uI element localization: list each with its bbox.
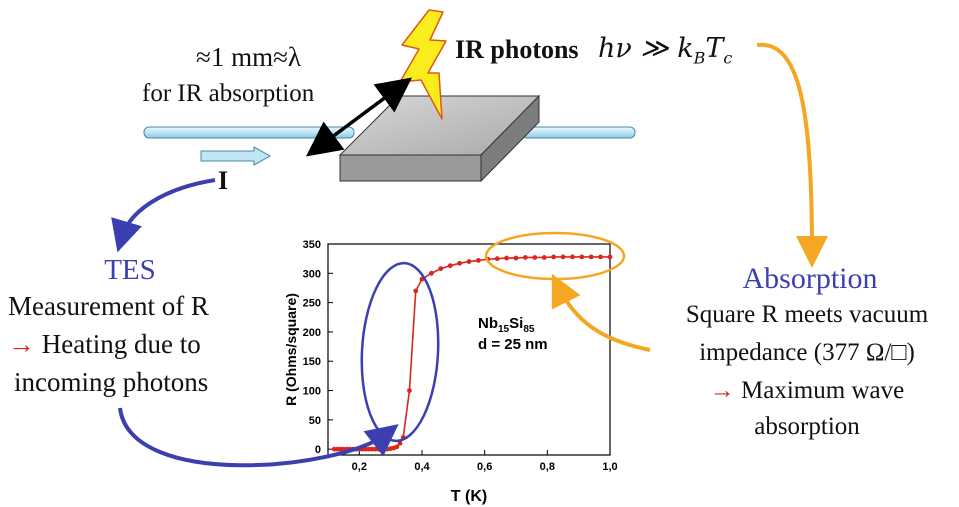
data-point [560, 254, 566, 260]
y-tick-label: 150 [303, 356, 321, 368]
photons-to-absorption-arrow [756, 42, 828, 268]
current-arrow-icon [200, 146, 272, 166]
thickness-annotation: d = 25 nm [478, 336, 548, 353]
y-tick-label: 50 [309, 415, 321, 427]
ir-absorption-label: for IR absorption [142, 80, 315, 107]
transition-ellipse [360, 261, 440, 443]
data-point [607, 254, 613, 260]
x-tick-label: 0,2 [352, 461, 367, 473]
data-point [447, 263, 453, 269]
tes-photons-text: incoming photons [14, 367, 209, 397]
material-annotation: Nb15Si85 [478, 315, 535, 335]
tes-title: TES [104, 254, 156, 286]
data-point [407, 388, 412, 393]
data-point [532, 255, 538, 260]
tes-to-transition-arrow [118, 407, 399, 468]
absorption-final-text: absorption [754, 413, 860, 440]
y-tick-label: 100 [303, 386, 321, 398]
chart-frame [327, 243, 611, 456]
x-tick-label: 0,8 [540, 461, 555, 473]
data-point [457, 260, 462, 266]
x-tick-label: 1,0 [602, 461, 617, 473]
absorption-maximum-text: → Maximum wave [709, 377, 905, 404]
ir-photons-label: IR photons [455, 35, 579, 64]
data-point [588, 254, 594, 260]
current-to-tes-arrow [111, 178, 216, 253]
data-point [494, 256, 500, 262]
x-tick-label: 0,6 [477, 461, 492, 473]
absorption-title: Absorption [742, 262, 878, 295]
current-label: I [218, 166, 229, 195]
data-point [397, 440, 403, 446]
data-point [429, 270, 434, 276]
absorption-square-r-text: Square R meets vacuum [685, 301, 929, 328]
data-point [541, 255, 547, 260]
x-axis-label: T (K) [451, 488, 487, 505]
data-point [513, 255, 519, 261]
absorption-impedance-text: impedance (377 Ω/□) [699, 339, 915, 366]
tes-heating-text: → Heating due to [8, 329, 201, 359]
data-point [570, 254, 575, 260]
lightning-bolt-icon [399, 9, 447, 120]
absorption-to-plateau-arrow [551, 273, 651, 352]
ir-photon-energy-formula: hν ≫ kBTc [598, 33, 733, 68]
wavelength-label: ≈1 mm≈λ [196, 42, 301, 72]
wavelength-double-arrow [305, 77, 413, 157]
data-point [413, 288, 419, 294]
y-tick-label: 0 [315, 444, 321, 456]
x-tick-label: 0,4 [414, 461, 430, 473]
resistance-temperature-chart: 0 50 100 150 200 250 300 350 0,2 0,4 0,6 0,8 1,0 T (K… [283, 239, 618, 505]
data-point [504, 255, 509, 261]
right-wire [521, 126, 636, 139]
y-tick-label: 200 [303, 327, 321, 339]
data-point [466, 259, 472, 264]
data-point [438, 266, 444, 272]
resistance-curve [334, 256, 610, 450]
left-wire [143, 126, 355, 139]
data-point [551, 254, 556, 260]
y-tick-label: 250 [303, 298, 321, 310]
y-tick-label: 350 [303, 239, 321, 251]
y-tick-label: 300 [303, 268, 321, 280]
data-point [523, 255, 528, 260]
y-axis-label: R (Ohms/square) [283, 293, 299, 406]
data-point [598, 254, 603, 260]
data-point [579, 254, 585, 260]
data-point [476, 258, 481, 263]
tes-measurement-text: Measurement of R [8, 291, 209, 321]
